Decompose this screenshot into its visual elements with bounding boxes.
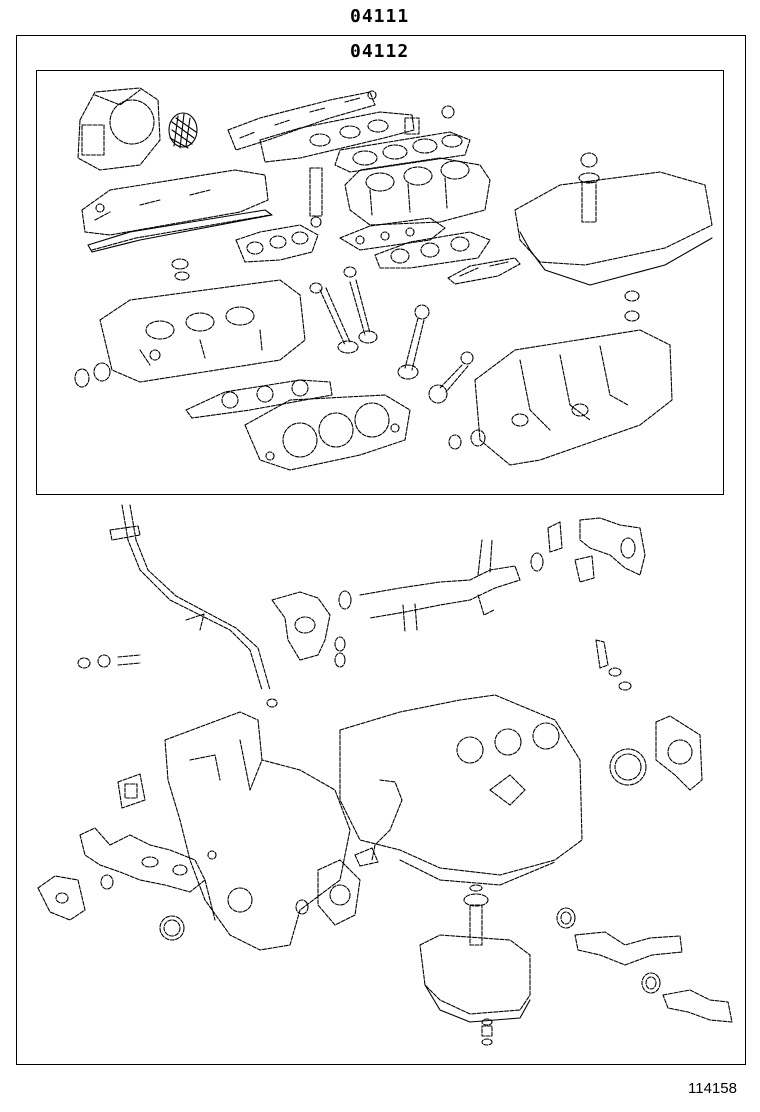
oil-strainer-gasket xyxy=(354,847,379,867)
cylinder-head-gasket-right xyxy=(244,394,411,471)
crankshaft-front-seal xyxy=(159,915,185,941)
valve-stem-seal xyxy=(397,304,430,380)
water-outlet xyxy=(579,517,646,576)
fuel-injector-seal xyxy=(404,105,455,135)
timing-cover-o-ring xyxy=(295,899,309,915)
exhaust-manifold-converter-rear xyxy=(662,989,733,1023)
exhaust-manifold-gasket-right xyxy=(374,231,491,269)
oil-filler-cap-gasket xyxy=(171,258,190,281)
cylinder-head-cover xyxy=(81,169,269,236)
drain-plug-gasket xyxy=(624,290,640,322)
exhaust-manifold-gasket-left xyxy=(339,217,446,251)
water-bypass-pipe xyxy=(359,539,521,633)
oil-pressure-switch xyxy=(595,639,632,691)
thermostat-housing xyxy=(37,875,86,921)
valve-grind-gasket-kit-frame xyxy=(36,70,724,495)
outer-kit-part-number: 04111 xyxy=(350,6,410,27)
exhaust-pipe-gasket xyxy=(447,257,521,285)
water-outlet-gasket xyxy=(547,521,595,583)
oil-level-gauge-guide xyxy=(109,504,278,708)
bypass-pipe-o-ring xyxy=(338,552,544,610)
valve-with-seal xyxy=(428,351,474,404)
spark-plug-tube-gasket xyxy=(235,224,319,263)
engine-block xyxy=(339,694,583,886)
overhaul-gasket-kit-frame xyxy=(16,35,746,1065)
head-cover-gasket xyxy=(87,209,273,253)
stud-bolt-with-washer xyxy=(77,654,141,669)
camshaft-timing-gear-plate xyxy=(317,859,361,926)
exhaust-pipe-gasket-rear xyxy=(641,972,661,994)
intake-plenum-gasket xyxy=(227,90,377,151)
water-inlet-housing xyxy=(271,591,331,661)
oil-pan-lower xyxy=(419,884,531,1023)
intake-valve xyxy=(309,282,359,354)
rear-oil-seal-retainer-gasket xyxy=(655,715,703,791)
figure-number: 114158 xyxy=(688,1080,737,1097)
timing-chain-cover xyxy=(164,711,351,951)
cylinder-head-left xyxy=(99,279,306,383)
oil-cooler-pipe xyxy=(371,779,403,861)
exhaust-valve xyxy=(343,266,378,344)
cylinder-head-gasket-left xyxy=(185,379,333,419)
camshaft-seal xyxy=(74,362,111,388)
water-pump-o-ring xyxy=(100,874,114,890)
intake-manifold-gasket-upper xyxy=(259,111,415,163)
water-pump-gasket xyxy=(117,773,146,809)
oil-pan-drain-plug xyxy=(481,1018,493,1046)
intake-manifold-lower xyxy=(344,157,491,226)
oil-pan-upper-with-strainer xyxy=(514,152,713,286)
throttle-body xyxy=(77,87,161,171)
injector xyxy=(309,167,323,228)
exhaust-manifold-converter-front xyxy=(574,931,683,966)
cylinder-head-right xyxy=(474,329,673,466)
inner-kit-part-number: 04112 xyxy=(350,41,410,62)
rear-oil-seal xyxy=(609,748,647,786)
exhaust-pipe-gasket-front xyxy=(556,907,576,929)
intake-port-gasket-set xyxy=(334,131,471,173)
throttle-body-gasket-screen xyxy=(168,112,198,149)
head-cover-seal-right xyxy=(448,429,486,450)
water-pump xyxy=(79,827,217,893)
water-inlet-o-rings xyxy=(334,636,346,668)
